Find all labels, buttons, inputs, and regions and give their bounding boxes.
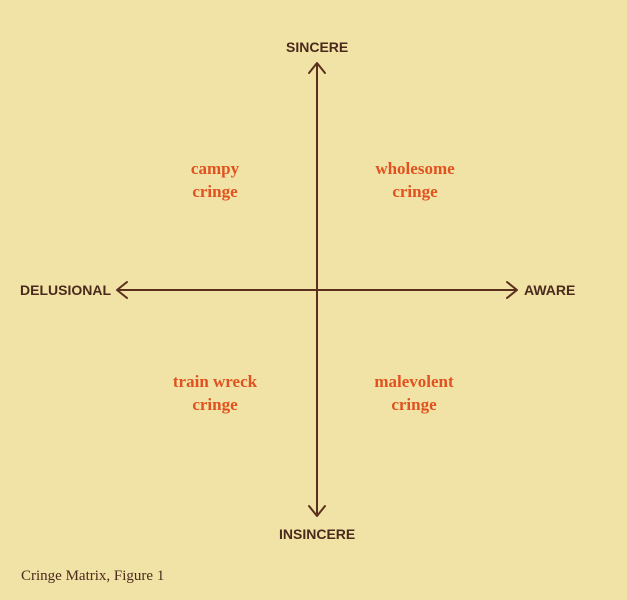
quadrant-label-line: malevolent	[374, 372, 454, 391]
arrow-up-icon	[308, 62, 326, 74]
quadrant-label-line: cringe	[392, 182, 438, 201]
quadrant-label-line: cringe	[192, 182, 238, 201]
quadrant-label-line: campy	[190, 159, 240, 178]
quadrant-label-line: cringe	[391, 395, 437, 414]
arrow-left-icon	[116, 281, 128, 299]
quadrant-label-line: cringe	[192, 395, 238, 414]
axis-label-delusional: DELUSIONAL	[20, 282, 111, 298]
arrow-right-icon	[506, 281, 518, 299]
quadrant-label-bottom-left: train wreck cringe	[125, 370, 305, 416]
quadrant-label-top-left: campy cringe	[125, 157, 305, 203]
quadrant-label-top-right: wholesome cringe	[325, 157, 505, 203]
figure-caption: Cringe Matrix, Figure 1	[21, 568, 165, 584]
quadrant-label-line: wholesome	[375, 159, 455, 178]
axis-label-sincere: SINCERE	[286, 39, 349, 55]
arrow-down-icon	[308, 505, 326, 517]
quadrant-label-line: train wreck	[172, 372, 258, 391]
quadrant-label-bottom-right: malevolent cringe	[324, 370, 504, 416]
axis-label-insincere: INSINCERE	[279, 526, 356, 542]
axis-label-aware: AWARE	[524, 282, 576, 298]
